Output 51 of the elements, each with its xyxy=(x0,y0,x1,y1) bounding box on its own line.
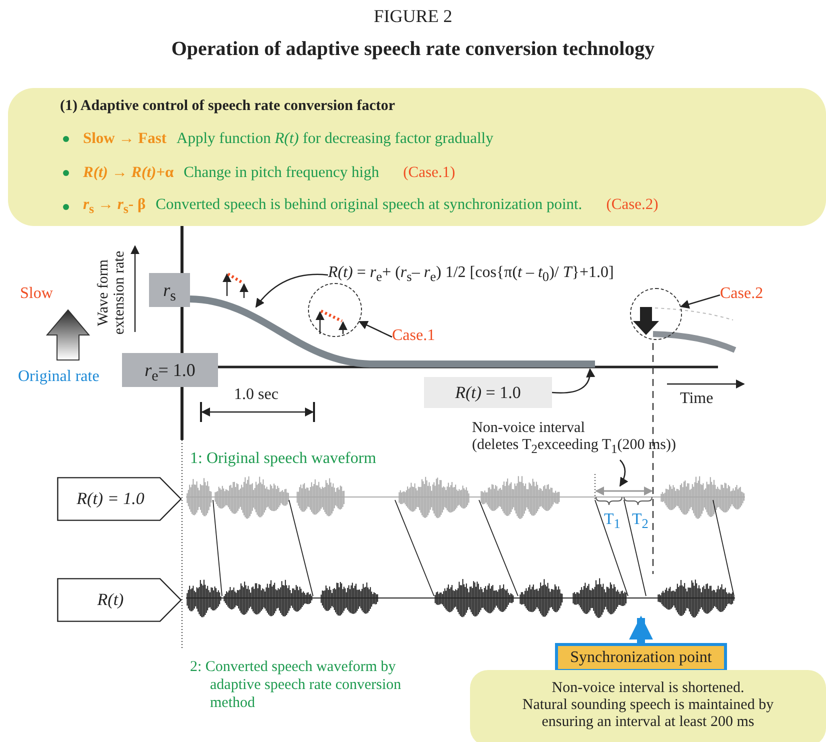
leader-arrow xyxy=(619,460,628,487)
waveform-label: 1: Original speech waveform xyxy=(190,450,376,468)
leader-arrow xyxy=(680,294,720,309)
leader-arrow xyxy=(358,320,392,338)
dashed-circle xyxy=(630,288,682,340)
panel-heading: (1) Adaptive control of speech rate conversion factor xyxy=(60,98,396,115)
waveform-drawing xyxy=(186,578,736,618)
note-heading: Non-voice interval is shortened. xyxy=(550,680,746,697)
rate-curve xyxy=(369,360,595,368)
case-label: Case.1 xyxy=(392,327,446,347)
rule-formula: R(t) → R(t)+α xyxy=(83,164,174,182)
dimension-label: 1.0 sec xyxy=(234,386,278,404)
case-label: Case.2 xyxy=(720,285,780,305)
waveform-label: 2: Converted speech waveform by adaptive speech rate conversion method xyxy=(190,658,402,712)
info-panel xyxy=(8,88,826,226)
value-box: r$_{e}$= 1.0 xyxy=(122,353,218,387)
value-box: R(t) = 1.0 xyxy=(424,377,552,408)
note-text: Natural sounding speech is maintained by ensuring an interval at least 200 ms xyxy=(521,697,775,731)
mapping-line xyxy=(478,500,518,596)
mapping-line xyxy=(288,500,314,596)
mapping-line xyxy=(712,500,734,596)
leader-arrow xyxy=(552,368,595,394)
formula-text: R(t) = r$_{e}$+ (r$_{s}$– r$_{e}$) 1/2 [cos{π(t – t$_{0}$)/ T}+1.0] xyxy=(328,264,614,286)
case-label: (Case.2) xyxy=(606,196,658,214)
axis-label: Slow xyxy=(20,285,53,303)
mapping-line xyxy=(394,500,434,596)
bullet-text: Converted speech is behind original speech at synchronization point. xyxy=(156,196,582,214)
sync-box: Synchronization point xyxy=(555,643,727,672)
case-label: (Case.1) xyxy=(403,164,456,182)
axis-label: Original rate xyxy=(18,368,100,386)
interval-label: T$_{1}$ xyxy=(604,511,620,532)
mapping-line xyxy=(212,500,222,596)
dashed-circle xyxy=(308,283,362,337)
note-heading: Non-voice interval xyxy=(472,420,586,437)
value-box: r$_{s}$ xyxy=(149,273,190,307)
pointer-arrow xyxy=(629,616,653,643)
bullet-text: Apply function R(t) for decreasing factor gradually xyxy=(176,130,494,148)
mapping-line xyxy=(594,500,628,596)
bullet-text: Change in pitch frequency high xyxy=(184,164,380,182)
rule-formula: Slow → Fast xyxy=(83,130,167,148)
pentagon-tag: R(t) xyxy=(57,578,182,622)
rule-formula: r$_{s}$ → r$_{s}$- β xyxy=(83,196,146,218)
pentagon-tag: R(t) = 1.0 xyxy=(57,477,182,521)
leader-arrow xyxy=(255,274,328,308)
diagram-title: Operation of adaptive speech rate conversion technology xyxy=(170,38,656,61)
figure-number: FIGURE 2 xyxy=(372,6,454,27)
axis-label: Wave form extension rate xyxy=(96,250,128,337)
mapping-line xyxy=(624,500,646,596)
interval-label: T$_{2}$ xyxy=(632,511,648,532)
axis-label: Time xyxy=(680,390,714,408)
note-text: (deletes T$_{2}$exceeding T$_{1}$(200 ms)) xyxy=(472,437,677,457)
